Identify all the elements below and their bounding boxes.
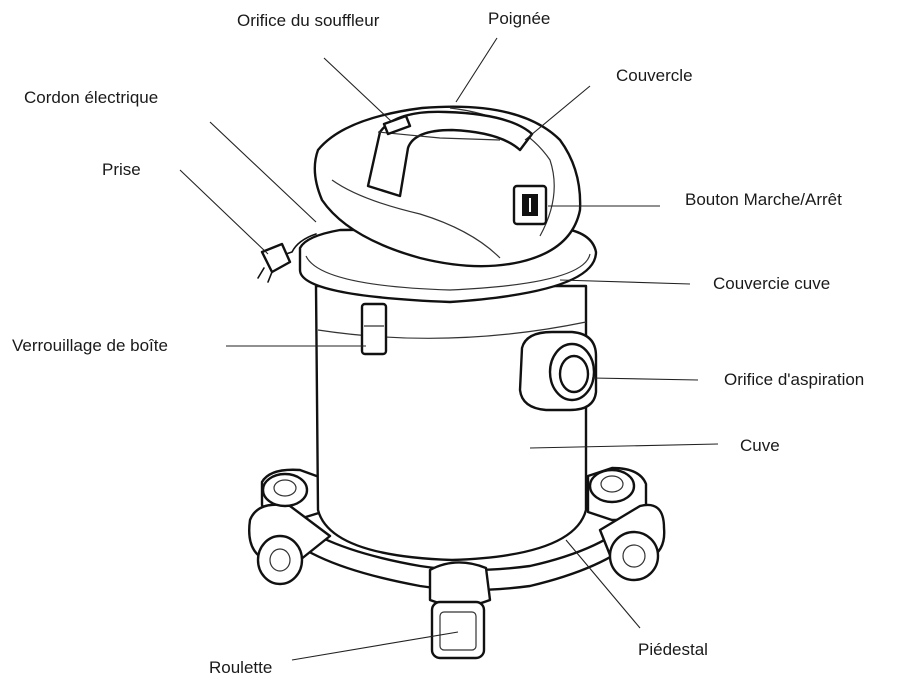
leader-lines bbox=[179, 37, 719, 661]
label-handle: Poignée bbox=[488, 9, 551, 28]
label-plug: Prise bbox=[102, 160, 141, 179]
tank-body bbox=[314, 284, 598, 562]
label-blower-port: Orifice du souffleur bbox=[237, 11, 380, 30]
label-suction-port: Orifice d'aspiration bbox=[724, 370, 865, 389]
handle bbox=[366, 110, 534, 198]
label-pedestal: Piédestal bbox=[638, 640, 708, 659]
label-tank: Cuve bbox=[740, 436, 780, 455]
power-cord bbox=[257, 233, 317, 283]
casters bbox=[256, 468, 660, 660]
label-cover: Couvercle bbox=[616, 66, 693, 85]
label-power-cord: Cordon électrique bbox=[24, 88, 159, 107]
label-box-lock: Verrouillage de boîte bbox=[12, 336, 168, 355]
label-on-off-button: Bouton Marche/Arrêt bbox=[685, 190, 842, 209]
label-tank-cover: Couvercie cuve bbox=[713, 274, 831, 293]
label-caster: Roulette bbox=[209, 658, 273, 677]
